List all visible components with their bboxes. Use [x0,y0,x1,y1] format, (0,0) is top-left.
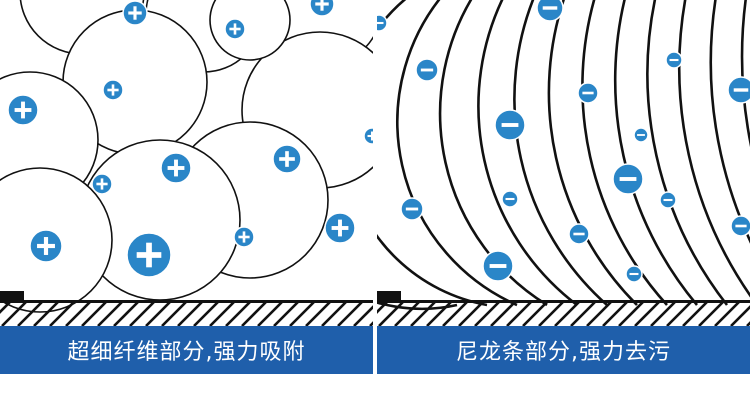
minus-circle-icon [482,250,514,282]
nylon-strands [377,0,750,311]
microfiber-panel: 超细纤维部分,强力吸附 [0,0,373,408]
nylon-strand [613,0,698,306]
nylon-strand [678,0,750,298]
nylon-illustration [377,0,750,326]
minus-circle-icon [415,58,439,82]
plus-circle-icon [126,232,172,278]
nylon-strand [581,0,668,306]
ground-hatching [0,302,373,326]
plus-circle-icon [160,152,192,184]
plus-circle-icon [29,229,63,263]
nylon-strand [547,0,638,306]
plus-circle-icon [122,0,148,26]
fiber-circles [0,0,373,313]
ground-line [377,300,750,303]
ground-hatching [377,302,750,326]
nylon-strand [377,301,458,311]
microfiber-illustration [0,0,373,326]
plus-circle-icon [7,94,39,126]
minus-circle-icon [577,82,599,104]
minus-circle-icon [625,265,643,283]
plus-circle-icon [224,18,246,40]
ground-edge-block [377,291,401,301]
nylon-strand [477,0,578,307]
ground-line [0,300,373,303]
minus-circle-icon [659,191,677,209]
minus-circle-icon [730,215,750,237]
panel-divider [373,0,377,408]
minus-circle-icon [612,163,644,195]
minus-circle-icon [377,14,388,32]
ground-edge-block [0,291,24,301]
minus-circle-icon [494,109,526,141]
plus-circle-icon [233,226,255,248]
nylon-panel: 尼龙条部分,强力去污 [377,0,750,408]
nylon-strand [709,0,750,244]
nylon-strand [396,0,518,307]
minus-circle-icon [400,197,424,221]
plus-circle-icon [91,173,113,195]
plus-circle-icon [363,127,373,145]
plus-circle-icon [102,79,124,101]
minus-circle-icon [665,51,683,69]
nylon-strand [646,0,729,306]
plus-circle-icon [309,0,335,17]
minus-circle-icon [501,190,519,208]
nylon-caption: 尼龙条部分,强力去污 [377,326,750,374]
minus-circle-icon [536,0,564,22]
nylon-strand [513,0,608,306]
microfiber-caption: 超细纤维部分,强力吸附 [0,326,373,374]
minus-circle-icon [633,127,649,143]
nylon-strand [740,0,750,148]
minus-circle-icon [568,223,590,245]
plus-circle-icon [272,144,302,174]
nylon-strand [377,0,488,307]
fiber-circle [209,0,291,61]
plus-circle-icon [324,212,356,244]
minus-circle-icon [727,76,750,104]
